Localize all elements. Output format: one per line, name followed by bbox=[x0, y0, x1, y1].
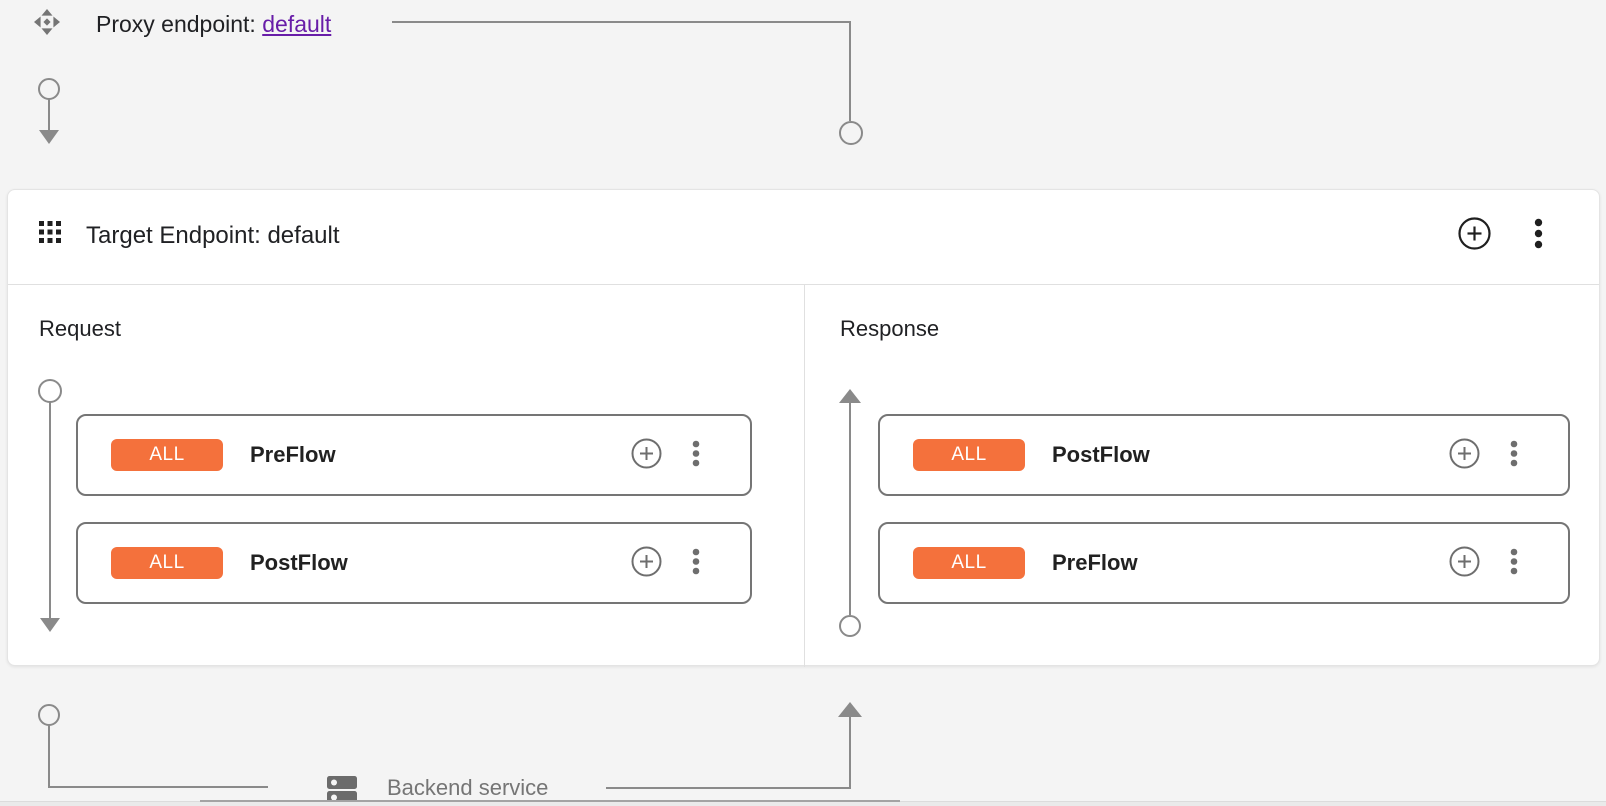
kebab-menu-icon bbox=[1510, 440, 1518, 470]
flow-menu-button[interactable] bbox=[692, 548, 700, 578]
request-flow-arrow-icon bbox=[40, 618, 60, 632]
backend-right-horizontal-line bbox=[606, 787, 851, 789]
apps-grid-icon bbox=[39, 221, 61, 243]
horizontal-scrollbar-thumb[interactable] bbox=[200, 800, 900, 803]
proxy-to-target-node bbox=[839, 121, 863, 145]
flow-name: PostFlow bbox=[1052, 442, 1150, 467]
response-flow-arrow-icon bbox=[839, 389, 861, 403]
column-divider bbox=[804, 284, 805, 667]
response-return-arrow-icon bbox=[838, 702, 862, 717]
flow-name: PostFlow bbox=[250, 550, 348, 575]
request-postflow-box[interactable]: ALL PostFlow bbox=[76, 522, 752, 604]
response-postflow-box[interactable]: ALL PostFlow bbox=[878, 414, 1570, 496]
plus-circle-icon bbox=[1457, 217, 1491, 253]
endpoint-menu-button[interactable] bbox=[1530, 218, 1546, 252]
flow-scope-badge: ALL bbox=[913, 547, 1025, 579]
flow-name: PreFlow bbox=[250, 442, 336, 467]
flow-scope-badge: ALL bbox=[111, 547, 223, 579]
request-preflow-box[interactable]: ALL PreFlow bbox=[76, 414, 752, 496]
backend-left-vertical-line bbox=[48, 725, 50, 787]
kebab-menu-icon bbox=[692, 548, 700, 578]
plus-circle-icon bbox=[1449, 546, 1480, 580]
kebab-menu-icon bbox=[1534, 218, 1543, 252]
target-endpoint-header: Target Endpoint: default bbox=[8, 190, 1599, 285]
kebab-menu-icon bbox=[692, 440, 700, 470]
request-entry-node bbox=[38, 78, 60, 100]
flow-name: PreFlow bbox=[1052, 550, 1138, 575]
flow-menu-button[interactable] bbox=[1510, 548, 1518, 578]
proxy-endpoint-icon bbox=[33, 8, 61, 36]
request-flow-line bbox=[49, 402, 51, 618]
bottom-edge-band bbox=[0, 802, 1606, 806]
backend-request-node bbox=[38, 704, 60, 726]
proxy-endpoint-title: Proxy endpoint: default bbox=[96, 9, 331, 39]
target-endpoint-card: Target Endpoint: default bbox=[7, 189, 1600, 667]
plus-circle-icon bbox=[631, 546, 662, 580]
add-policy-step-button[interactable] bbox=[1449, 438, 1480, 472]
request-column-label: Request bbox=[39, 316, 121, 341]
request-entry-line bbox=[48, 99, 50, 130]
flow-menu-button[interactable] bbox=[692, 440, 700, 470]
request-entry-arrow-icon bbox=[39, 130, 59, 144]
target-endpoint-title: Target Endpoint: default bbox=[86, 222, 340, 249]
response-flow-line bbox=[849, 403, 851, 615]
request-flow-start-node bbox=[38, 379, 62, 403]
backend-service-label: Backend service bbox=[387, 775, 549, 800]
flow-scope-badge: ALL bbox=[913, 439, 1025, 471]
add-policy-step-button[interactable] bbox=[631, 546, 662, 580]
add-flow-button[interactable] bbox=[1457, 217, 1491, 253]
connector-proxy-horizontal-line bbox=[392, 21, 851, 23]
plus-circle-icon bbox=[1449, 438, 1480, 472]
connector-proxy-vertical-line bbox=[849, 21, 851, 121]
flow-menu-button[interactable] bbox=[1510, 440, 1518, 470]
proxy-endpoint-label: Proxy endpoint: bbox=[96, 11, 256, 37]
proxy-endpoint-link[interactable]: default bbox=[262, 11, 332, 37]
plus-circle-icon bbox=[631, 438, 662, 472]
response-flow-end-node bbox=[839, 615, 861, 637]
add-policy-step-button[interactable] bbox=[1449, 546, 1480, 580]
response-preflow-box[interactable]: ALL PreFlow bbox=[878, 522, 1570, 604]
kebab-menu-icon bbox=[1510, 548, 1518, 578]
backend-left-horizontal-line bbox=[48, 786, 268, 788]
add-policy-step-button[interactable] bbox=[631, 438, 662, 472]
flow-scope-badge: ALL bbox=[111, 439, 223, 471]
response-column-label: Response bbox=[840, 316, 940, 341]
backend-right-vertical-line bbox=[849, 716, 851, 788]
